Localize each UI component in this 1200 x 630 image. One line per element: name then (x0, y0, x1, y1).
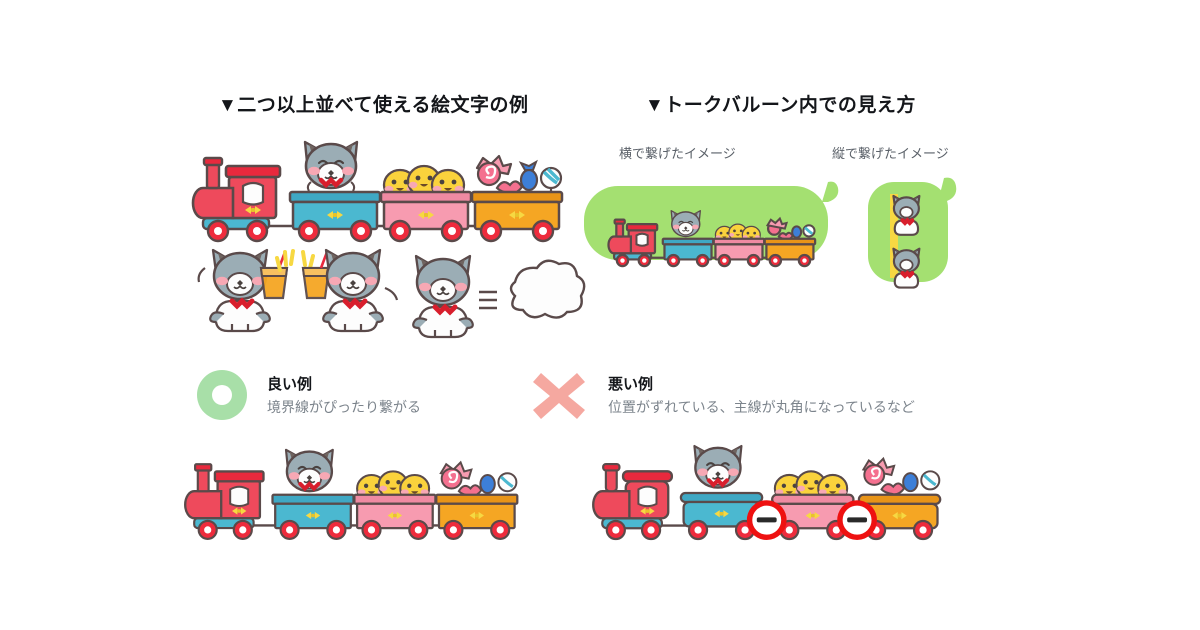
balloon-label-horizontal: 横で繋げたイメージ (619, 146, 736, 161)
horizontal-talk-balloon (584, 178, 846, 268)
cat-toasting-left (197, 250, 289, 332)
cat-talking (413, 256, 473, 338)
train-candy-car (470, 154, 564, 243)
emoji-train-sample (185, 130, 585, 250)
speech-bubble-icon (509, 259, 586, 319)
good-example-title: 良い例 (267, 376, 313, 393)
talk-lines-icon (479, 290, 497, 310)
page-title-right: ▼トークバルーン内での見え方 (645, 95, 916, 116)
cat-toasting-right (301, 250, 399, 332)
cats-sample-row (185, 240, 586, 340)
balloon-label-vertical: 縦で繋げたイメージ (832, 146, 949, 161)
train-locomotive (191, 156, 282, 243)
bad-example-train (586, 438, 961, 548)
train-cat-car (288, 140, 382, 243)
page-title-left: ▼二つ以上並べて使える絵文字の例 (218, 95, 529, 116)
toast-sparkle-icon (275, 249, 315, 272)
good-example-train (178, 438, 538, 548)
good-example-description: 境界線がぴったり繋がる (267, 399, 421, 415)
bad-example-marker (531, 371, 587, 421)
no-entry-icon-2 (837, 500, 877, 540)
train-chick-car (379, 164, 473, 243)
bad-example-title: 悪い例 (608, 376, 654, 393)
bad-example-description: 位置がずれている、主線が丸角になっているなど (608, 399, 915, 415)
vertical-talk-balloon (860, 176, 980, 289)
good-example-marker (196, 370, 248, 420)
no-entry-icon-1 (746, 500, 787, 540)
